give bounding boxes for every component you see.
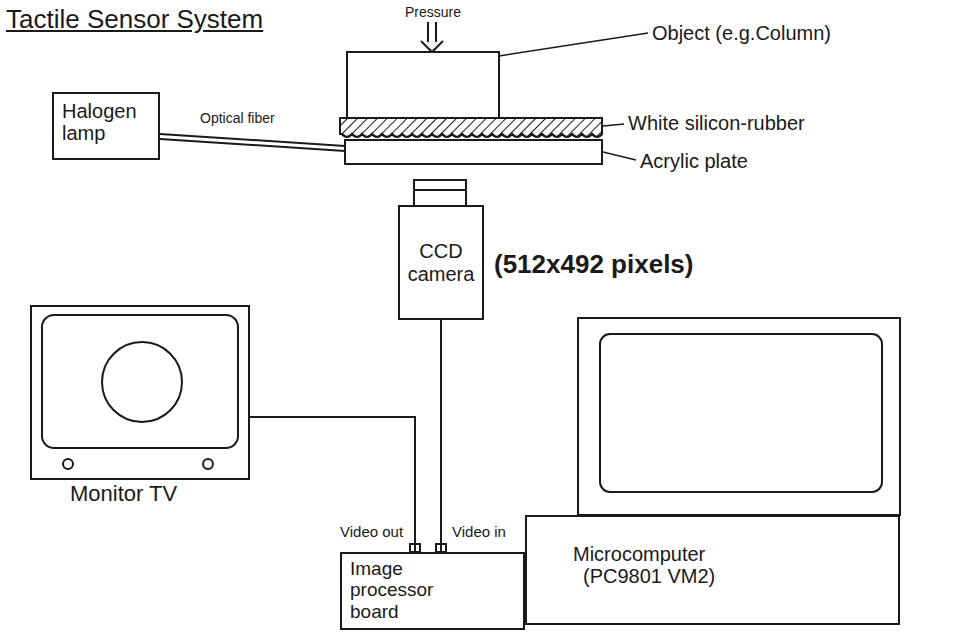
camera-body: CCD camera bbox=[398, 205, 484, 320]
annotation-label: Pressure bbox=[405, 4, 461, 20]
computer-box: Microcomputer(PC9801 VM2) bbox=[525, 515, 900, 625]
board-box: Image processor board bbox=[340, 552, 525, 630]
annotation-label: Acrylic plate bbox=[640, 150, 748, 173]
object-column bbox=[347, 52, 499, 118]
computer-display bbox=[578, 318, 900, 515]
node-text: Microcomputer bbox=[573, 543, 888, 565]
annotation-label: Video out bbox=[340, 523, 403, 540]
screen-circle bbox=[102, 342, 182, 422]
lamp-box: Halogen lamp bbox=[52, 92, 160, 160]
annotation-label: White silicon-rubber bbox=[628, 112, 805, 135]
annotation-label: Object (e.g.Column) bbox=[652, 22, 831, 45]
leader-line bbox=[499, 33, 648, 56]
tv-knob bbox=[63, 459, 73, 469]
node-text: Image processor board bbox=[350, 558, 433, 622]
annotation-label: (512x492 pixels) bbox=[494, 250, 693, 280]
rubber-layer-ground bbox=[340, 118, 602, 137]
pressure-arrow-head bbox=[421, 41, 443, 52]
monitor-tv: Monitor TV bbox=[30, 305, 250, 480]
diagram-title: Tactile Sensor System bbox=[6, 4, 263, 35]
annotation-label: Video in bbox=[452, 523, 506, 540]
signal-cable bbox=[250, 417, 415, 552]
annotation-label: Optical fiber bbox=[200, 110, 275, 126]
tv-knob bbox=[203, 459, 213, 469]
leader-line bbox=[603, 124, 624, 126]
computer-screen bbox=[600, 334, 882, 492]
node-text: (PC9801 VM2) bbox=[573, 565, 888, 587]
node-text: Halogen lamp bbox=[62, 100, 150, 145]
leader-line bbox=[603, 152, 636, 160]
camera-lens-ring bbox=[414, 189, 466, 191]
tv-screen-drawing bbox=[32, 307, 248, 478]
pressure-arrow-shaft bbox=[428, 22, 436, 42]
node-text: Monitor TV bbox=[70, 482, 177, 507]
acrylic-plate bbox=[345, 140, 602, 164]
camera-lens bbox=[414, 180, 466, 206]
rubber-layer-hatch bbox=[340, 118, 602, 137]
node-text: CCD camera bbox=[404, 240, 478, 285]
tv-screen bbox=[42, 315, 238, 448]
signal-cable bbox=[440, 320, 442, 552]
optical-fiber bbox=[160, 134, 345, 151]
